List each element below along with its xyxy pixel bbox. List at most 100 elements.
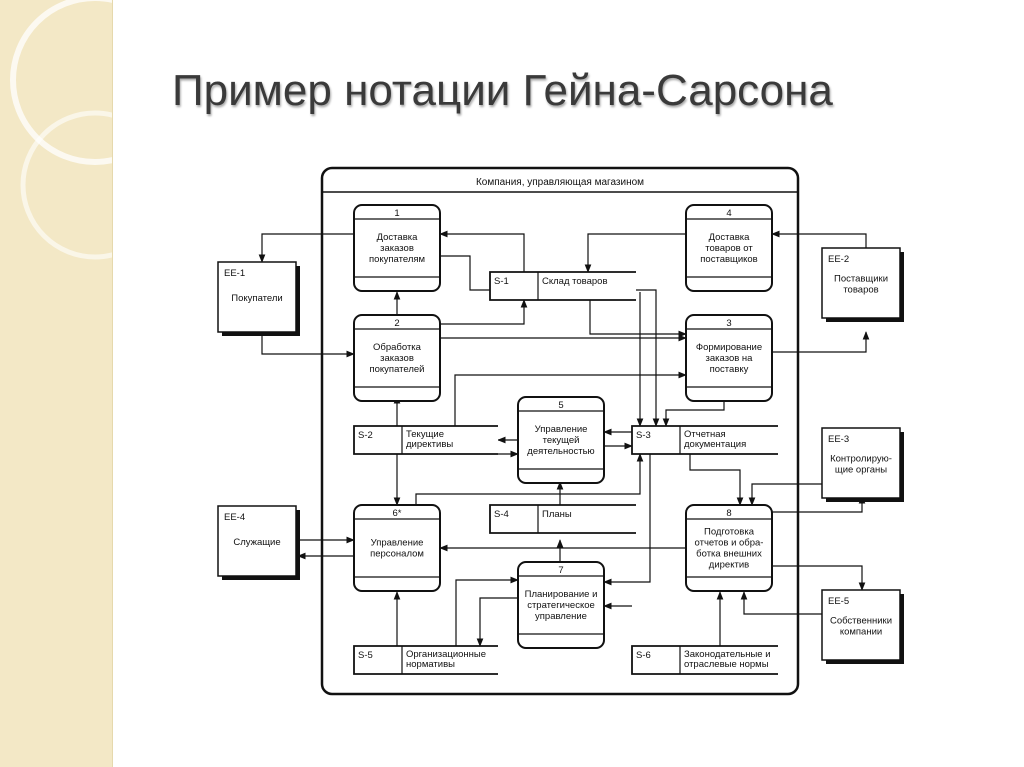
flow-p4-to-s1 [584,233,686,273]
process-number: 5 [558,400,563,411]
flow-p7-to-s5 [476,597,518,647]
process-label: Доставка [709,232,751,243]
process-label: заказов на [706,353,754,364]
store-label: Планы [542,509,572,520]
entity-code: EE-5 [828,596,849,607]
flow-p8-to-ee5 [772,565,866,591]
flow-s1-to-p1 [439,230,525,272]
flow-s5-to-p7 [455,576,519,646]
store-label: Отчетная [684,429,726,440]
entity-label: Покупатели [231,293,282,304]
process-label: Формирование [696,342,762,353]
process-label: заказов [380,353,414,364]
process-label: покупателям [369,254,425,265]
process-label: управление [535,611,587,622]
flow-ee2-to-p4 [771,230,867,248]
process-label: Управление [535,424,588,435]
entity-label: Контролирую- [830,454,892,465]
process-number: 4 [726,208,731,219]
process-label: деятельностью [527,446,594,457]
process-label: стратегическое [527,600,595,611]
entity-code: EE-2 [828,254,849,265]
entity-label: щие органы [835,465,887,476]
process-label: товаров от [705,243,753,254]
process-label: Планирование и [525,589,598,600]
decorative-circles [10,0,112,260]
slide-title: Пример нотации Гейна-Сарсона [172,66,833,115]
store-label: документация [684,439,746,450]
store-label: Текущие [406,429,444,440]
process-number: 2 [394,318,399,329]
process-label: заказов [380,243,414,254]
store-code: S-1 [494,276,509,287]
entity-code: EE-3 [828,434,849,445]
process-label: директив [709,560,749,571]
entity-code: EE-4 [224,512,245,523]
process-label: Подготовка [704,527,755,538]
process-label: ботка внешних [696,549,762,560]
flow-p2-to-s1 [440,299,528,325]
store-label: нормативы [406,659,455,670]
store-code: S-2 [358,430,373,441]
store-label: отраслевые нормы [684,659,769,670]
process-number: 7 [558,565,563,576]
process-label: Управление [371,538,424,549]
entity-label: Служащие [233,537,280,548]
process-label: покупателей [369,364,424,375]
process-label: поставку [710,364,749,375]
data-store-s1: S-1 Склад товаров [489,271,636,301]
store-label: Законодательные и [684,649,771,660]
process-number: 1 [394,208,399,219]
flow-s3-to-p8 [689,454,744,506]
entity-code: EE-1 [224,268,245,279]
flow-p1-to-ee1 [258,233,354,263]
store-label: директивы [406,439,453,450]
entity-label: товаров [843,285,878,296]
decorative-sidebar [0,0,113,767]
process-number: 3 [726,318,731,329]
store-label: Склад товаров [542,276,608,287]
process-label: персоналом [370,549,424,560]
diagram-shapes: 1Доставказаказовпокупателям2Обработказак… [217,204,904,675]
store-code: S-6 [636,650,651,661]
process-label: Обработка [373,342,422,353]
entity-label: Поставщики [834,274,888,285]
flow-p1-to-s3 [440,255,660,427]
data-flows [258,230,870,647]
store-code: S-3 [636,430,651,441]
flow-ee5-to-p8 [740,591,822,615]
flow-p6-to-s3 [415,453,644,505]
process-label: Доставка [377,232,419,243]
entity-label: компании [840,627,882,638]
flow-s3-to-p7 [603,454,651,586]
process-label: поставщиков [700,254,757,265]
process-number: 6* [393,508,402,519]
flow-s1-to-p3 [589,300,687,338]
flow-p3-to-ee2 [772,331,870,353]
flow-ee1-to-p2 [261,330,355,358]
system-name: Компания, управляющая магазином [476,177,644,188]
store-label: Организационные [406,649,486,660]
process-label: текущей [543,435,580,446]
process-number: 8 [726,508,731,519]
flow-s2-to-p3 [454,371,687,426]
